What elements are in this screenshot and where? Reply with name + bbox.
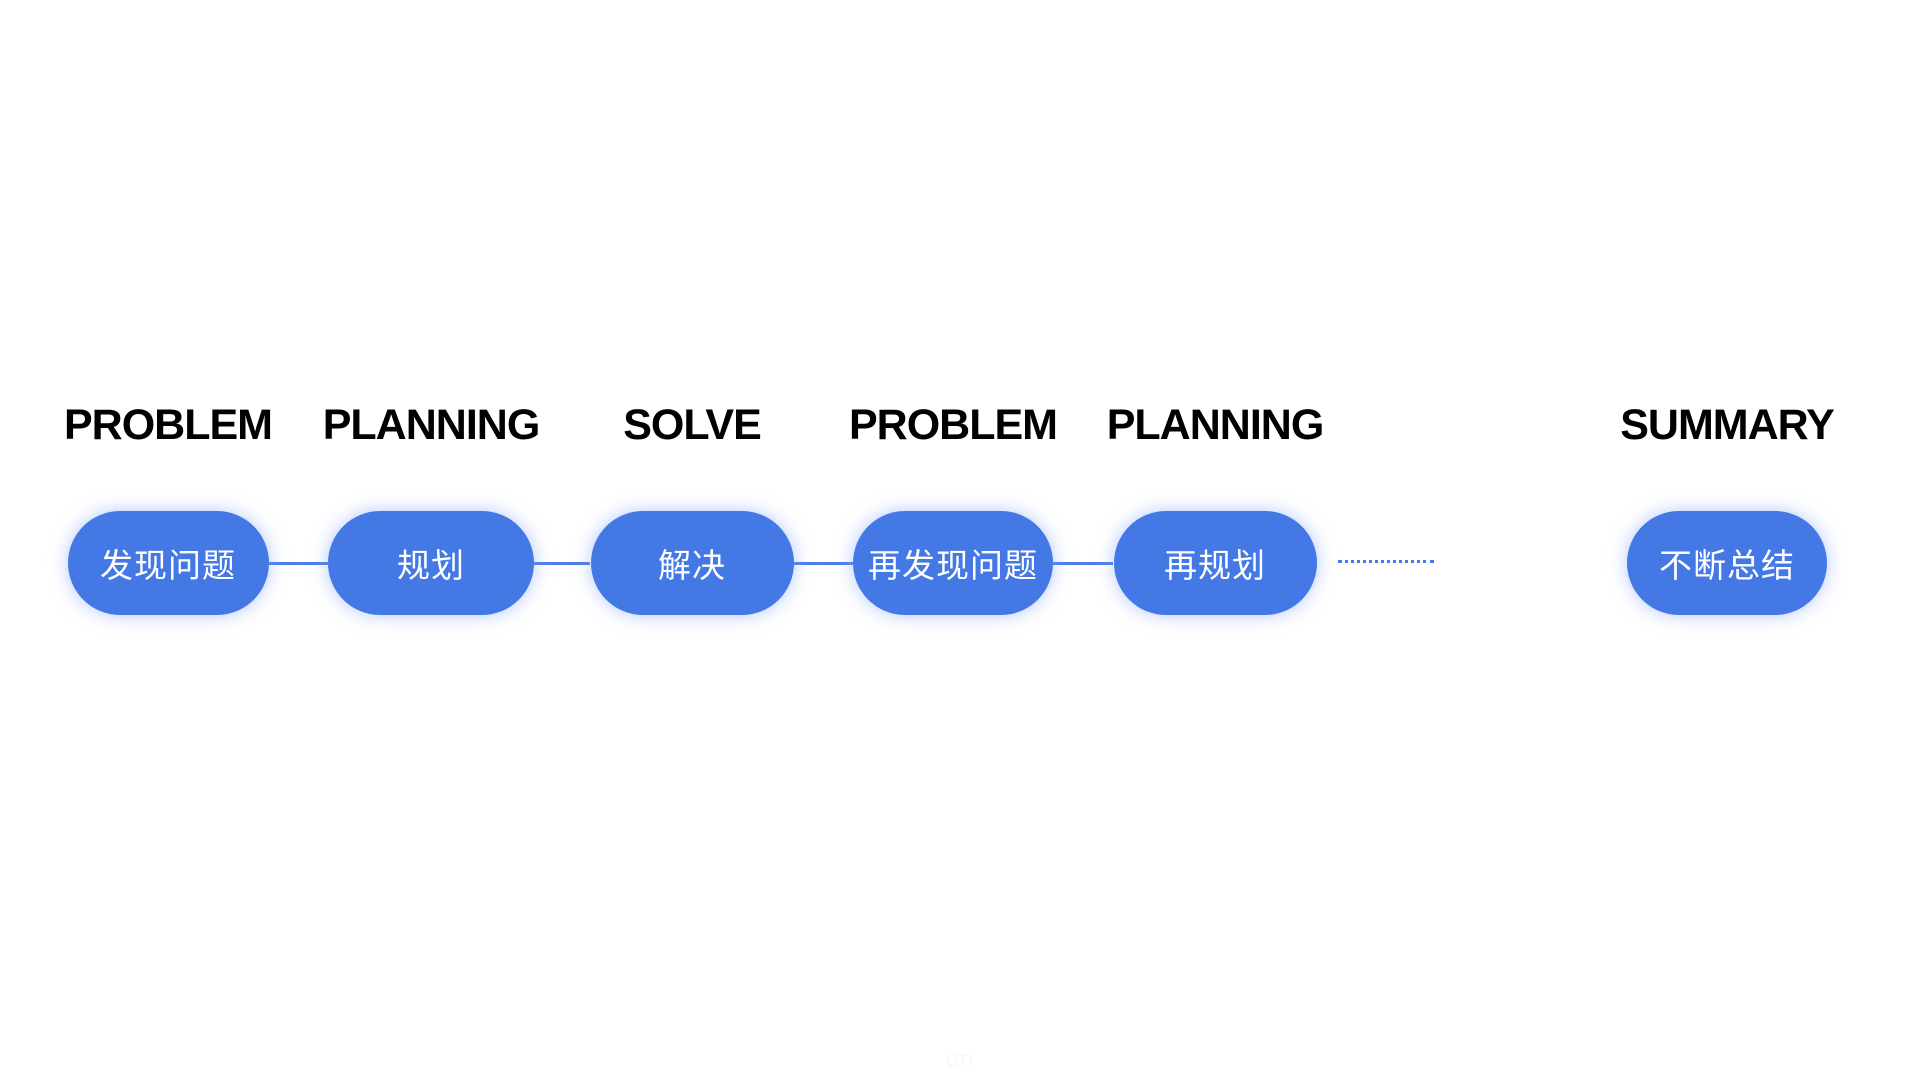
connector-line [1053,562,1113,565]
pill-label: 发现问题 [100,547,236,584]
flow-stage: SUMMARY 不断总结 [1620,0,1835,1080]
pill-label: 再发现问题 [868,547,1038,584]
stage-pill-node: 规划 [328,511,534,615]
pill-label: 解决 [658,547,726,584]
pill-label: 不断总结 [1659,547,1795,584]
stage-label: PROBLEM [64,401,273,449]
stage-pill-node: 发现问题 [67,511,269,615]
stage-label: PLANNING [1106,401,1325,449]
flow-stage: PLANNING 再规划 [1107,0,1324,1080]
stage-label: SUMMARY [1620,401,1835,449]
stage-pill-node: 再发现问题 [853,511,1053,615]
stage-pill-node: 不断总结 [1627,511,1827,615]
connector-line [268,562,328,565]
flow-stage: SOLVE 解决 [590,0,794,1080]
stage-label: SOLVE [623,401,762,449]
connector-line [1338,560,1434,563]
stage-label: PLANNING [322,401,541,449]
stage-pill-node: 解决 [590,511,794,615]
connector-line [534,562,590,565]
pill-label: 再规划 [1164,547,1266,584]
flow-stage: PLANNING 规划 [323,0,540,1080]
flow-stage: PROBLEM 再发现问题 [849,0,1058,1080]
pill-label: 规划 [397,547,465,584]
flow-stage: PROBLEM 发现问题 [64,0,273,1080]
stage-pill-node: 再规划 [1113,511,1317,615]
connector-line [793,562,853,565]
watermark: cn [946,1046,976,1073]
stage-label: PROBLEM [849,401,1058,449]
